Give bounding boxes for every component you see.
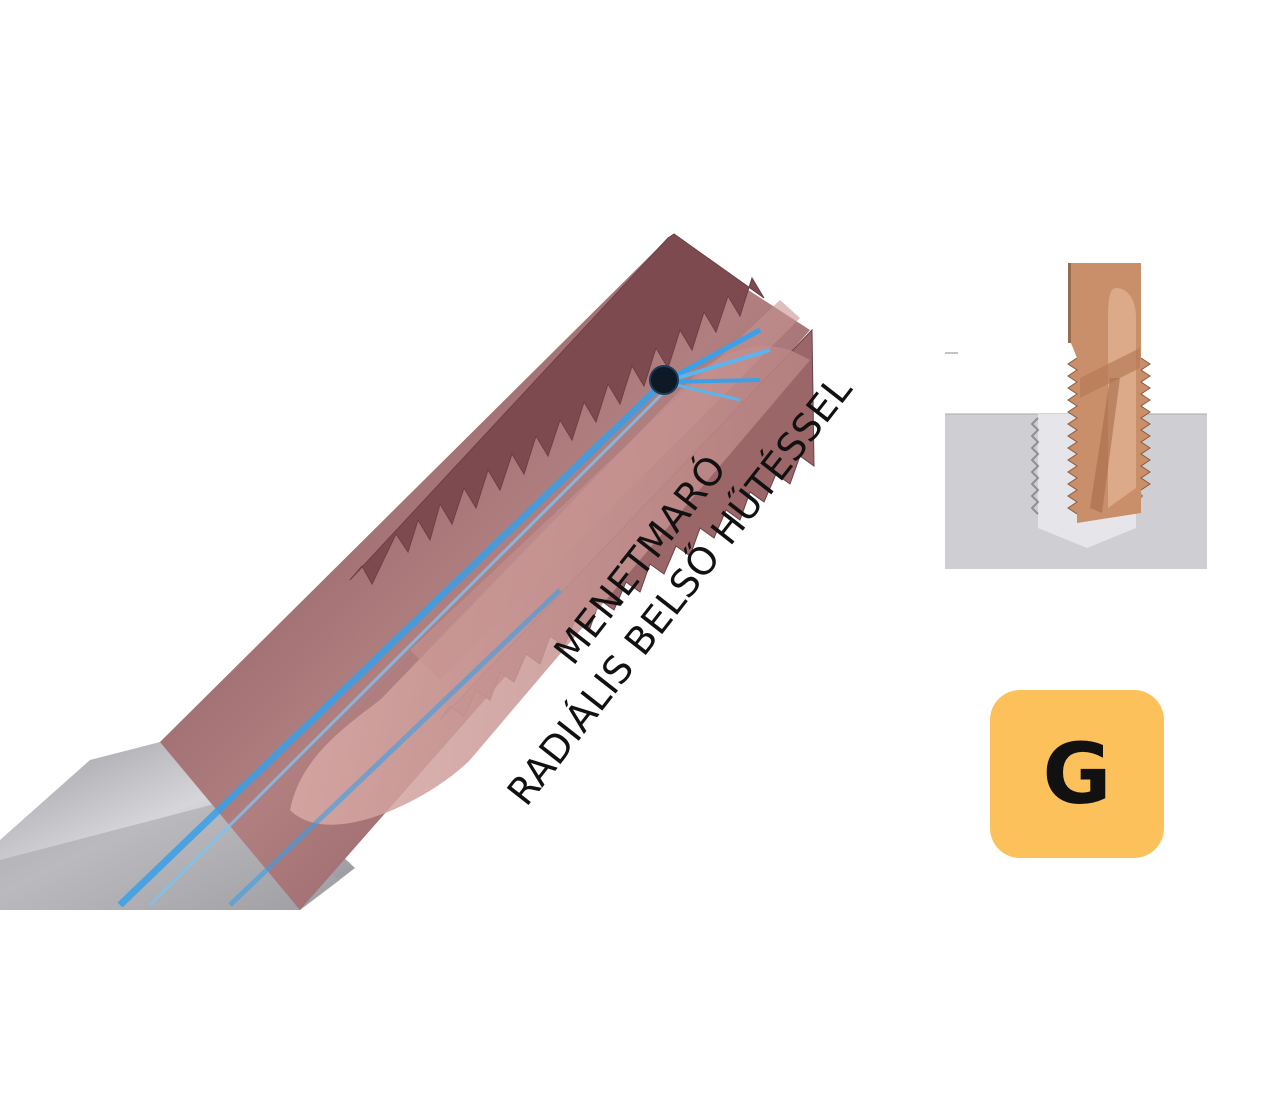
thread-milling-cross-section-icon: [945, 263, 1207, 569]
tool-body: [160, 233, 815, 910]
coolant-channel: [117, 327, 771, 908]
category-badge: G: [990, 690, 1164, 858]
category-letter: G: [1042, 725, 1112, 823]
